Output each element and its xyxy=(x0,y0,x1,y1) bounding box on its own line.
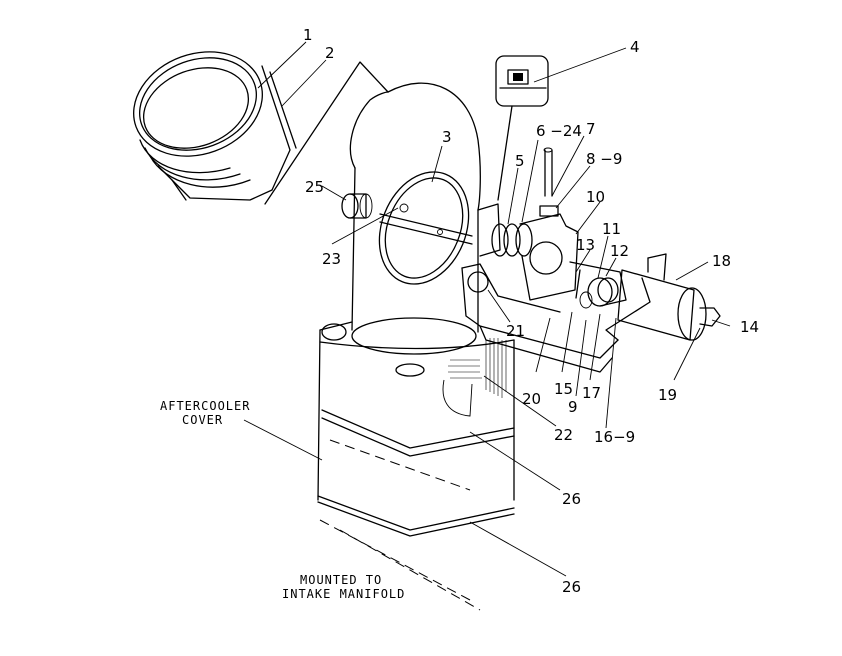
callout-13: 13 xyxy=(576,236,595,254)
callout-1: 1 xyxy=(303,26,313,44)
callout-10: 10 xyxy=(586,188,605,206)
callout-11: 11 xyxy=(602,220,621,238)
aftercooler-caption-line2: COVER xyxy=(182,413,223,427)
linkage-parts xyxy=(569,261,627,307)
callout-26-upper: 26 xyxy=(562,490,581,508)
aftercooler-caption-line1: AFTERCOOLER xyxy=(160,399,250,413)
mounted-caption-line1: MOUNTED TO xyxy=(300,573,382,587)
callout-25: 25 xyxy=(305,178,324,196)
actuator-cylinder xyxy=(617,253,721,341)
mounting-bracket xyxy=(461,263,651,373)
air-elbow-housing xyxy=(264,61,481,355)
callout-7: 7 xyxy=(586,120,596,138)
callout-26-lower: 26 xyxy=(562,578,581,596)
callout-2: 2 xyxy=(325,44,335,62)
callout-23: 23 xyxy=(322,250,341,268)
mounted-caption-line2: INTAKE MANIFOLD xyxy=(282,587,405,601)
hose-coupling xyxy=(133,51,297,201)
callout-16-9: 16−9 xyxy=(594,428,635,446)
callout-21: 21 xyxy=(506,322,525,340)
callout-numbers: 1 2 3 4 5 6 −24 7 8 −9 10 11 12 13 14 15… xyxy=(303,26,759,596)
callout-6-24: 6 −24 xyxy=(536,122,582,140)
seal-detail-inset xyxy=(495,55,549,201)
callout-18: 18 xyxy=(712,252,731,270)
callout-9: 9 xyxy=(568,398,578,416)
callout-22: 22 xyxy=(554,426,573,444)
callout-5: 5 xyxy=(515,152,525,170)
callout-12: 12 xyxy=(610,242,629,260)
aftercooler-cover-body xyxy=(317,321,515,611)
butterfly-plate xyxy=(378,171,473,285)
captions: AFTERCOOLER COVER MOUNTED TO INTAKE MANI… xyxy=(160,399,405,601)
stud-25 xyxy=(341,193,373,219)
callout-8-9: 8 −9 xyxy=(586,150,622,168)
callout-15: 15 xyxy=(554,380,573,398)
callout-19: 19 xyxy=(658,386,677,404)
callout-14: 14 xyxy=(740,318,759,336)
callout-4: 4 xyxy=(630,38,640,56)
callout-17: 17 xyxy=(582,384,601,402)
leader-lines xyxy=(243,41,731,577)
callout-20: 20 xyxy=(522,390,541,408)
shaft-assembly xyxy=(477,147,579,301)
callout-3: 3 xyxy=(442,128,452,146)
